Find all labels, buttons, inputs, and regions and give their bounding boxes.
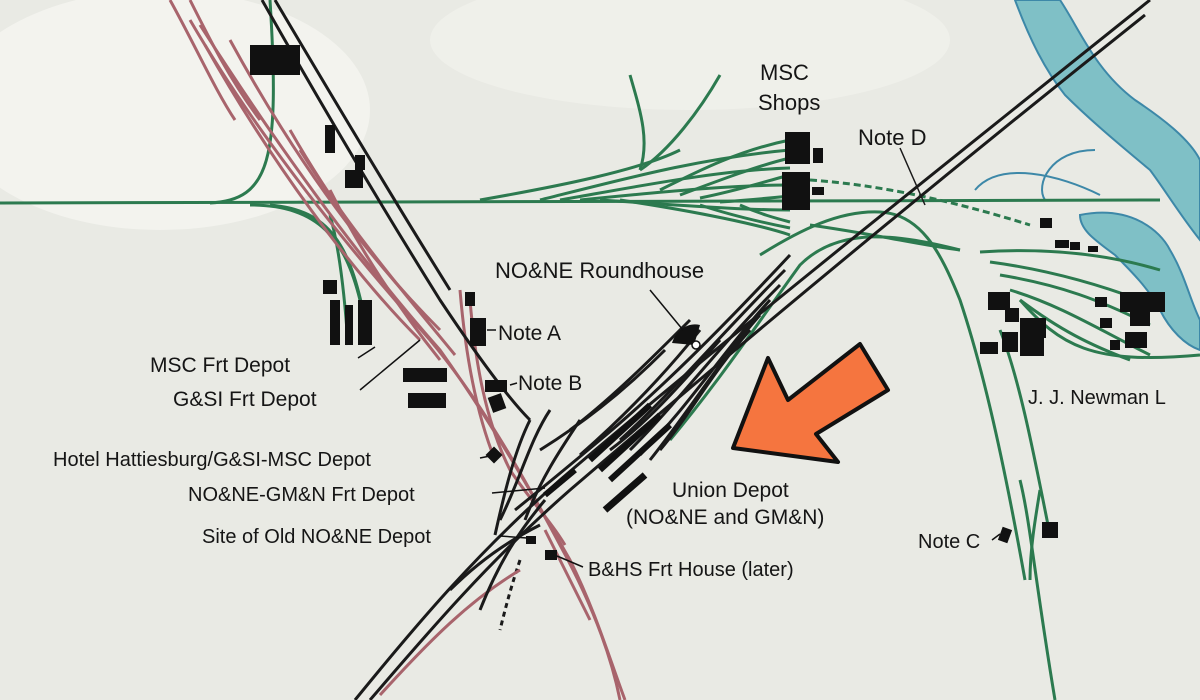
river [974, 0, 1200, 352]
label-roundhouse: NO&NE Roundhouse [495, 258, 704, 283]
label-jj-newman: J. J. Newman L [1028, 387, 1166, 409]
label-note-c: Note C [918, 531, 980, 553]
labels: MSC Shops Note D NO&NE Roundhouse Note A… [53, 60, 1166, 581]
orange-arrow-icon [731, 342, 890, 464]
roundhouse-icon [672, 324, 701, 350]
buildings [250, 45, 1165, 560]
label-bhs-frt-house: B&HS Frt House (later) [588, 559, 794, 581]
label-gsi-frt-depot: G&SI Frt Depot [173, 388, 317, 411]
union-depot-platforms [543, 402, 673, 513]
label-note-b: Note B [518, 372, 582, 395]
label-old-none-depot: Site of Old NO&NE Depot [202, 526, 431, 548]
label-msc-shops-2: Shops [758, 90, 820, 115]
label-note-a: Note A [498, 322, 561, 345]
label-none-gmn-frt-depot: NO&NE-GM&N Frt Depot [188, 484, 415, 506]
label-union-depot-2: (NO&NE and GM&N) [626, 506, 824, 529]
label-hotel-depot: Hotel Hattiesburg/G&SI-MSC Depot [53, 449, 371, 471]
red-tracks [168, 0, 627, 700]
label-msc-frt-depot: MSC Frt Depot [150, 354, 290, 377]
label-msc-shops-1: MSC [760, 60, 809, 85]
label-note-d: Note D [858, 125, 926, 150]
leader-lines [357, 289, 1001, 568]
label-union-depot-1: Union Depot [672, 479, 789, 502]
